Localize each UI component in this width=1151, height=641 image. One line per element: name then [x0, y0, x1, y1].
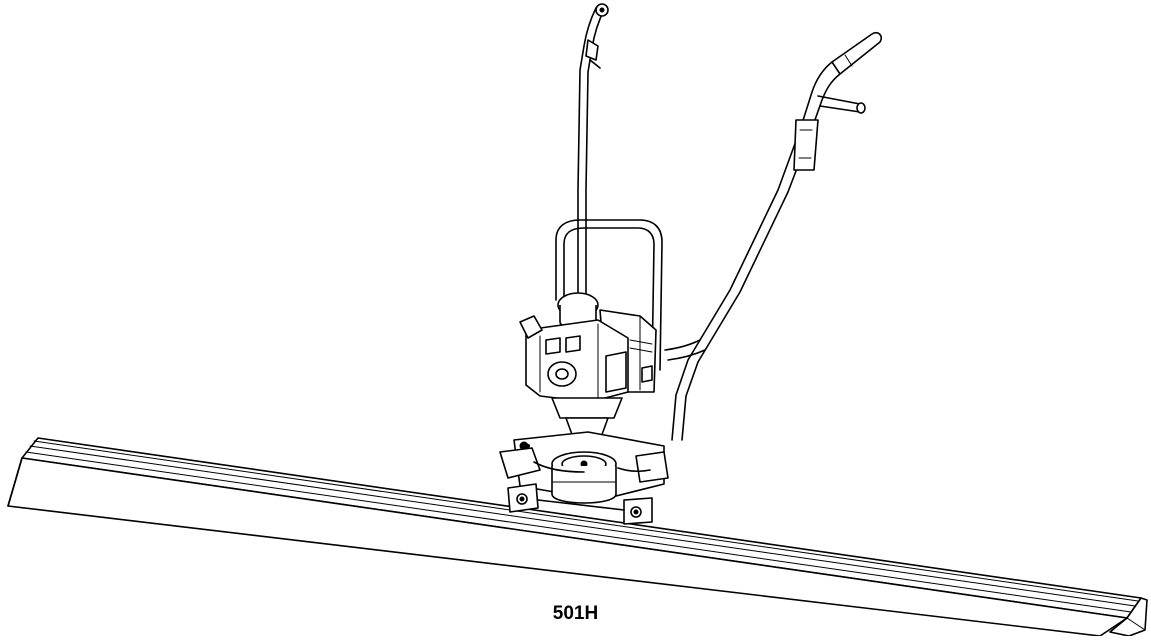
roll-cage	[555, 219, 663, 371]
left-handle	[577, 3, 609, 301]
screed-board	[7, 437, 1148, 637]
vibrator-head	[499, 397, 669, 525]
engine	[519, 292, 657, 403]
figure-caption: 501H	[552, 603, 599, 624]
right-handle	[664, 31, 883, 441]
